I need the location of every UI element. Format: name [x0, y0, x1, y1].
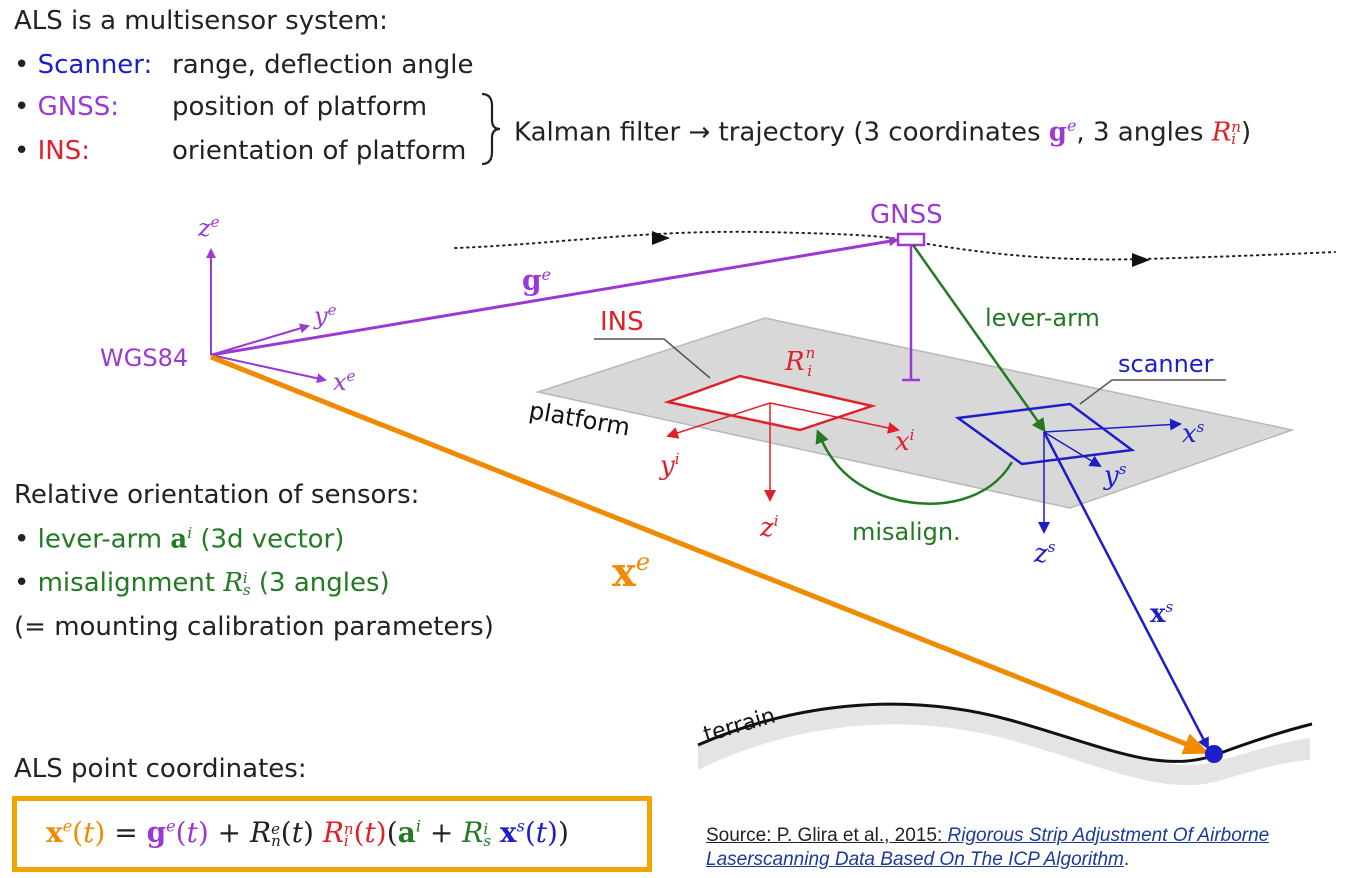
point-coords-title: ALS point coordinates:	[14, 754, 307, 784]
gnss-name: GNSS:	[37, 92, 119, 122]
xe-axis	[210, 354, 327, 384]
scanner-leader-line	[1079, 379, 1226, 405]
xe-vector-label: xe	[612, 548, 650, 596]
kalman-suffix: )	[1240, 117, 1252, 148]
xe-axis-label: xe	[333, 367, 356, 396]
xe-vector	[210, 354, 1210, 755]
misalign-label: misalign.	[852, 518, 961, 546]
brace-icon	[481, 92, 501, 166]
scanner-bullet: • Scanner:	[14, 50, 152, 80]
xs-axis-label: xs	[1182, 418, 1205, 449]
ground-point	[1205, 745, 1223, 763]
bullet-icon: •	[14, 524, 30, 555]
scanner-desc: range, deflection angle	[172, 50, 474, 80]
kalman-prefix: Kalman filter → trajectory (3 coordinate…	[514, 117, 1049, 148]
ins-bullet: • INS:	[14, 136, 90, 166]
misalignment-text: misalignment	[37, 568, 224, 598]
scanner-name: Scanner:	[37, 50, 153, 80]
kalman-r-sub: i	[1231, 130, 1237, 149]
ins-leader-line	[594, 338, 711, 379]
scanner-label: scanner	[1118, 350, 1214, 378]
misalignment-arc	[815, 429, 1014, 505]
kalman-g-sup: e	[1066, 116, 1077, 135]
zi-axis-label: zi	[759, 512, 779, 543]
lever-arm-suffix: (3d vector)	[192, 524, 345, 555]
bullet-icon: •	[14, 50, 30, 80]
terrain-line	[697, 702, 1313, 763]
ge-vector-label: ge	[522, 264, 551, 297]
ys-axis	[1043, 431, 1102, 468]
kalman-mid: , 3 angles	[1076, 117, 1212, 148]
ins-label: INS	[600, 307, 644, 337]
bullet-icon: •	[14, 136, 30, 166]
ge-vector	[210, 236, 899, 357]
ze-axis-label: ze	[197, 213, 220, 242]
trajectory-arrow-icon	[1132, 253, 1150, 267]
ye-axis	[210, 323, 310, 356]
ins-desc: orientation of platform	[172, 136, 467, 166]
misalignment-suffix: (3 angles)	[250, 568, 390, 598]
lever-arm-symbol: a	[170, 524, 188, 555]
source-prefix: Source: P. Glira et al., 2015:	[706, 825, 948, 846]
scanner-box	[954, 402, 1136, 466]
xs-vector	[1042, 431, 1210, 750]
zs-axis-label: zs	[1033, 538, 1056, 569]
lever-arm-text: lever-arm	[37, 524, 171, 555]
bullet-icon: •	[14, 92, 30, 122]
trajectory-arrow-icon	[652, 231, 670, 245]
equation-box	[12, 796, 652, 872]
platform-plane	[535, 317, 1295, 509]
lever-arm-vector	[911, 244, 1046, 433]
bullet-icon: •	[14, 568, 30, 598]
gnss-label: GNSS	[870, 200, 943, 230]
relative-title: Relative orientation of sensors:	[14, 480, 420, 510]
lever-arm-label: lever-arm	[985, 304, 1100, 332]
calibration-note: (= mounting calibration parameters)	[14, 612, 494, 642]
gnss-antenna-icon	[896, 232, 926, 247]
xs-axis	[1043, 418, 1182, 433]
xi-axis	[769, 402, 900, 434]
misalignment-sub: s	[242, 580, 251, 599]
ys-axis-label: ys	[1103, 460, 1127, 491]
gnss-bullet: • GNSS:	[14, 92, 119, 122]
yi-axis	[666, 402, 771, 439]
wgs84-label: WGS84	[100, 344, 188, 372]
lever-arm-bullet: • lever-arm ai (3d vector)	[14, 524, 344, 555]
kalman-g-symbol: g	[1048, 117, 1067, 148]
xs-vector-label: xs	[1150, 598, 1174, 629]
misalignment-symbol: R	[223, 568, 243, 598]
source-suffix: .	[1123, 849, 1130, 870]
ye-axis-label: ye	[313, 301, 337, 330]
header-title: ALS is a multisensor system:	[14, 6, 388, 36]
ins-name: INS:	[37, 136, 90, 166]
kalman-r-symbol: R	[1211, 117, 1232, 148]
terrain-band	[698, 704, 1310, 786]
trajectory-line	[454, 230, 1336, 261]
source-citation: Source: P. Glira et al., 2015: Rigorous …	[706, 824, 1366, 872]
yi-axis-label: yi	[659, 450, 680, 481]
misalignment-sup: i	[242, 568, 248, 587]
kalman-line: Kalman filter → trajectory (3 coordinate…	[514, 116, 1251, 148]
kalman-r-sup: n	[1231, 118, 1241, 137]
xi-axis-label: xi	[895, 426, 915, 457]
source-link[interactable]: Rigorous Strip Adjustment Of Airborne La…	[706, 825, 1270, 870]
lever-arm-sup: i	[187, 524, 193, 542]
gnss-desc: position of platform	[172, 92, 428, 122]
